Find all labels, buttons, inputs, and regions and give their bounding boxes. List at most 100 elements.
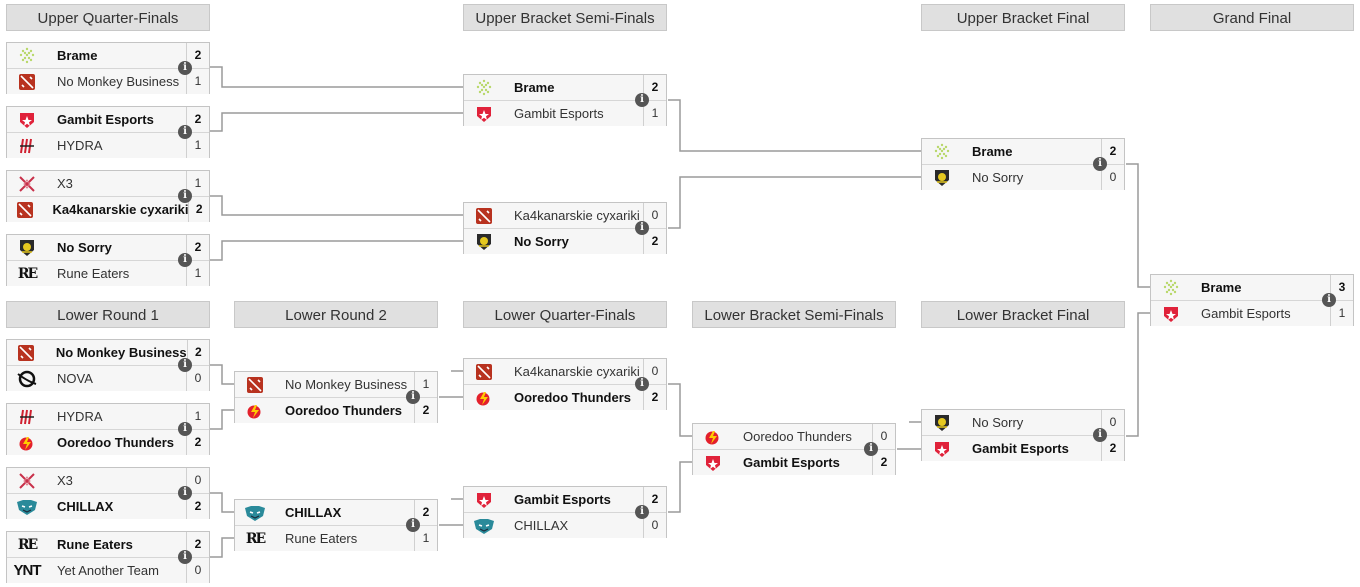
team-name[interactable]: Gambit Esports <box>1201 306 1291 321</box>
dota-logo <box>464 203 504 228</box>
team-name[interactable]: No Monkey Business <box>55 345 187 360</box>
team-name[interactable]: Ooredoo Thunders <box>285 403 402 418</box>
team-name[interactable]: Gambit Esports <box>743 455 840 470</box>
team-name[interactable]: X3 <box>57 176 73 191</box>
team-name[interactable]: CHILLAX <box>285 505 342 520</box>
team-name[interactable]: Brame <box>972 144 1013 159</box>
team-name[interactable]: Gambit Esports <box>514 492 611 507</box>
info-icon[interactable]: i <box>178 61 192 75</box>
info-icon[interactable]: i <box>406 390 420 404</box>
info-icon[interactable]: i <box>864 442 878 456</box>
header-upper-quarter-finals: Upper Quarter-Finals <box>6 4 210 31</box>
team-name[interactable]: Ooredoo Thunders <box>743 429 852 444</box>
header-upper-semi-finals: Upper Bracket Semi-Finals <box>463 4 667 31</box>
team-name[interactable]: Rune Eaters <box>57 266 130 281</box>
team-name[interactable]: No Sorry <box>514 234 569 249</box>
info-icon[interactable]: i <box>1322 293 1336 307</box>
team-name[interactable]: No Sorry <box>57 240 112 255</box>
info-icon[interactable]: i <box>1093 157 1107 171</box>
info-icon[interactable]: i <box>178 550 192 564</box>
team-name[interactable]: Brame <box>514 80 555 95</box>
info-icon[interactable]: i <box>178 253 192 267</box>
team-name[interactable]: NOVA <box>57 371 93 386</box>
info-icon[interactable]: i <box>635 221 649 235</box>
info-icon[interactable]: i <box>178 486 192 500</box>
team-name[interactable]: Rune Eaters <box>285 531 358 546</box>
team-name[interactable]: Gambit Esports <box>514 106 604 121</box>
team-name[interactable]: Yet Another Team <box>57 563 159 578</box>
info-icon[interactable]: i <box>178 358 192 372</box>
team-name[interactable]: HYDRA <box>57 138 103 153</box>
team-name[interactable]: No Monkey Business <box>57 74 180 89</box>
team-name[interactable]: Gambit Esports <box>972 441 1069 456</box>
ooredoo-logo <box>464 385 504 410</box>
team-name[interactable]: Ka4kanarskie cyxariki <box>514 208 640 223</box>
info-icon[interactable]: i <box>178 189 192 203</box>
team-row[interactable]: No Monkey Business 1 <box>235 372 437 397</box>
info-icon[interactable]: i <box>635 505 649 519</box>
team-name[interactable]: HYDRA <box>57 409 103 424</box>
team-name[interactable]: Brame <box>57 48 98 63</box>
team-name[interactable]: No Sorry <box>972 170 1024 185</box>
team-name[interactable]: Ka4kanarskie cyxariki <box>52 202 189 217</box>
header-lower-semi-finals: Lower Bracket Semi-Finals <box>692 301 896 328</box>
team-score: 1 <box>414 372 437 397</box>
row-divider <box>7 132 209 133</box>
team-name[interactable]: Ka4kanarskie cyxariki <box>514 364 640 379</box>
team-name[interactable]: CHILLAX <box>57 499 114 514</box>
row-divider <box>235 525 437 526</box>
team-row[interactable]: Ooredoo Thunders 2 <box>7 430 209 455</box>
team-name[interactable]: No Sorry <box>972 415 1024 430</box>
team-name[interactable]: CHILLAX <box>514 518 569 533</box>
info-icon[interactable]: i <box>178 422 192 436</box>
team-name[interactable]: No Monkey Business <box>285 377 408 392</box>
info-icon[interactable]: i <box>635 377 649 391</box>
team-name[interactable]: Brame <box>1201 280 1242 295</box>
team-name[interactable]: X3 <box>57 473 73 488</box>
info-icon[interactable]: i <box>1093 428 1107 442</box>
info-icon[interactable]: i <box>406 518 420 532</box>
team-score: 2 <box>186 430 209 455</box>
team-name[interactable]: Gambit Esports <box>57 112 154 127</box>
team-name[interactable]: Ooredoo Thunders <box>514 390 631 405</box>
team-name[interactable]: Ooredoo Thunders <box>57 435 174 450</box>
info-icon[interactable]: i <box>635 93 649 107</box>
team-score: 0 <box>643 203 666 228</box>
info-icon[interactable]: i <box>178 125 192 139</box>
team-name[interactable]: Rune Eaters <box>57 537 133 552</box>
